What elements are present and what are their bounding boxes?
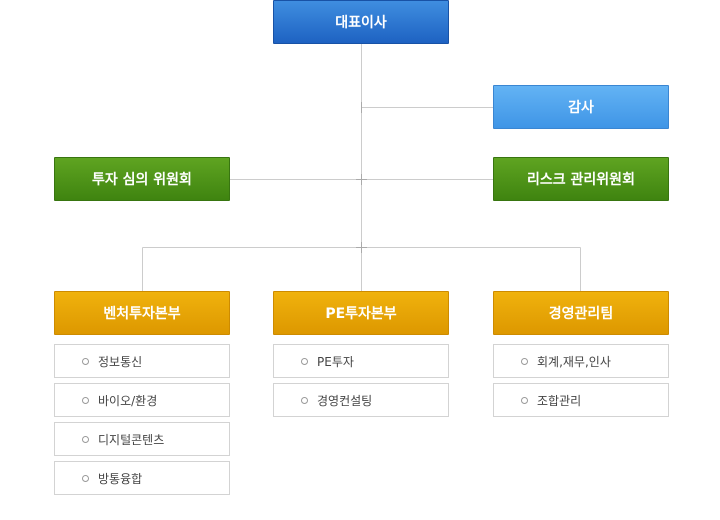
division-management-item[interactable]: 조합관리 [493, 383, 669, 417]
division-venture-item[interactable]: 디지털콘텐츠 [54, 422, 230, 456]
circle-bullet-icon [301, 396, 308, 404]
item-label: 경영컨설팅 [317, 393, 373, 408]
circle-bullet-icon [82, 357, 89, 365]
item-label: PE투자 [317, 354, 354, 369]
risk-committee-box[interactable]: 리스크 관리위원회 [493, 157, 669, 201]
circle-bullet-icon [82, 435, 89, 443]
circle-bullet-icon [82, 396, 89, 404]
investment-committee-box[interactable]: 투자 심의 위원회 [54, 157, 230, 201]
division-management-item[interactable]: 회계,재무,인사 [493, 344, 669, 378]
circle-bullet-icon [301, 357, 308, 365]
division-venture-item[interactable]: 정보통신 [54, 344, 230, 378]
item-label: 방통융합 [98, 471, 143, 486]
division-venture-item[interactable]: 바이오/환경 [54, 383, 230, 417]
division-pe-item[interactable]: 경영컨설팅 [273, 383, 449, 417]
audit-box[interactable]: 감사 [493, 85, 669, 129]
item-label: 회계,재무,인사 [537, 354, 611, 369]
item-label: 정보통신 [98, 354, 143, 369]
circle-bullet-icon [521, 396, 528, 404]
division-pe-box[interactable]: PE투자본부 [273, 291, 449, 335]
item-label: 바이오/환경 [98, 393, 158, 408]
circle-bullet-icon [521, 357, 528, 365]
ceo-box[interactable]: 대표이사 [273, 0, 449, 44]
item-label: 디지털콘텐츠 [98, 432, 165, 447]
item-label: 조합관리 [537, 393, 582, 408]
division-venture-item[interactable]: 방통융합 [54, 461, 230, 495]
division-pe-item[interactable]: PE투자 [273, 344, 449, 378]
division-management-box[interactable]: 경영관리팀 [493, 291, 669, 335]
division-venture-box[interactable]: 벤처투자본부 [54, 291, 230, 335]
circle-bullet-icon [82, 474, 89, 482]
